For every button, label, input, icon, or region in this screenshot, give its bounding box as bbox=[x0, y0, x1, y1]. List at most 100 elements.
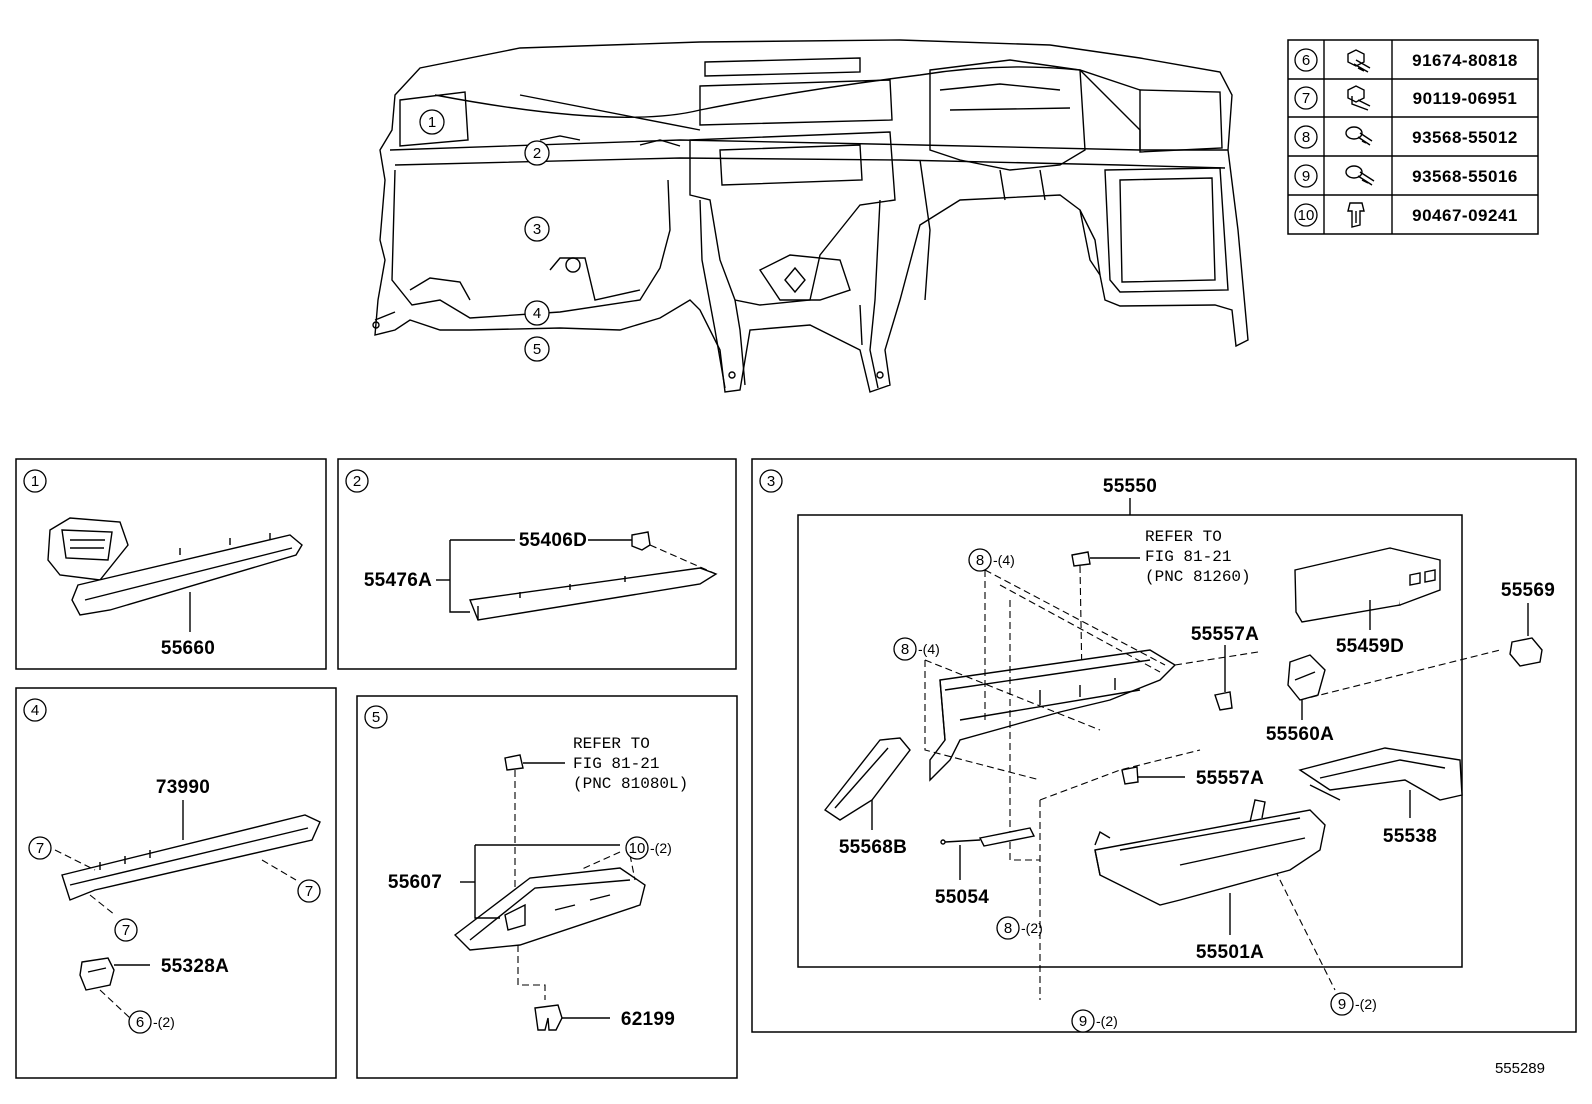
fastener-callout[interactable]: 8 -(2) bbox=[996, 916, 1043, 940]
part-number[interactable]: 73990 bbox=[156, 777, 210, 798]
lower-panel-garnish-drawing bbox=[469, 531, 718, 621]
svg-text:90119-06951: 90119-06951 bbox=[1413, 89, 1518, 108]
panel-3-ref: 3 bbox=[759, 469, 783, 493]
fastener-table bbox=[1287, 39, 1539, 235]
panel-2: 2 55406D 55476A bbox=[337, 458, 737, 670]
part-number[interactable]: 55660 bbox=[161, 638, 215, 659]
svg-text:8: 8 bbox=[901, 641, 909, 658]
svg-text:-(4): -(4) bbox=[918, 641, 940, 657]
part-number[interactable]: 55557A bbox=[1191, 624, 1259, 645]
svg-text:8: 8 bbox=[1302, 129, 1310, 146]
part-number[interactable]: 55560A bbox=[1266, 724, 1334, 745]
tapping-screw-icon bbox=[1345, 165, 1375, 186]
svg-text:FIG 81-21: FIG 81-21 bbox=[1145, 548, 1231, 566]
svg-text:93568-55016: 93568-55016 bbox=[1412, 167, 1518, 186]
svg-text:8: 8 bbox=[1004, 920, 1012, 937]
panel-5-ref: 5 bbox=[364, 705, 388, 729]
svg-text:7: 7 bbox=[36, 840, 44, 857]
svg-text:90467-09241: 90467-09241 bbox=[1412, 206, 1518, 225]
lower-garnish-drawing bbox=[61, 814, 321, 901]
glove-door-panel-drawing bbox=[1298, 747, 1463, 801]
fastener-row[interactable]: 10 90467-09241 bbox=[1294, 202, 1518, 228]
svg-text:3: 3 bbox=[533, 221, 541, 238]
diagram-id: 555289 bbox=[1495, 1060, 1545, 1077]
fastener-callout[interactable]: 6 -(2) bbox=[128, 1010, 175, 1034]
fastener-row[interactable]: 9 93568-55016 bbox=[1294, 164, 1518, 188]
bracket-icon bbox=[79, 957, 115, 991]
svg-text:-(4): -(4) bbox=[993, 552, 1015, 568]
overview-callout-1[interactable]: 1 bbox=[419, 109, 445, 135]
part-number[interactable]: 55607 bbox=[388, 872, 442, 893]
fastener-row[interactable]: 7 90119-06951 bbox=[1294, 85, 1518, 111]
part-number[interactable]: 62199 bbox=[621, 1009, 675, 1030]
svg-text:9: 9 bbox=[1338, 996, 1346, 1013]
svg-text:2: 2 bbox=[353, 473, 361, 490]
part-number[interactable]: 55569 bbox=[1501, 580, 1555, 601]
part-number[interactable]: 55476A bbox=[364, 570, 432, 591]
overview-callout-3[interactable]: 3 bbox=[524, 216, 550, 242]
svg-text:9: 9 bbox=[1079, 1013, 1087, 1030]
fastener-row[interactable]: 8 93568-55012 bbox=[1294, 125, 1518, 149]
svg-text:-(2): -(2) bbox=[153, 1014, 175, 1030]
fastener-callout[interactable]: 7 bbox=[297, 879, 321, 903]
refer-note[interactable]: REFER TO FIG 81-21 (PNC 81260) bbox=[1145, 528, 1251, 586]
fastener-callout[interactable]: 7 bbox=[28, 836, 52, 860]
panel-1-ref: 1 bbox=[23, 469, 47, 493]
part-number[interactable]: 55501A bbox=[1196, 942, 1264, 963]
bulb-icon bbox=[504, 754, 524, 771]
svg-text:5: 5 bbox=[372, 709, 380, 726]
svg-text:10: 10 bbox=[629, 840, 646, 857]
svg-text:1: 1 bbox=[31, 473, 39, 490]
svg-text:1: 1 bbox=[428, 114, 436, 131]
svg-text:4: 4 bbox=[533, 305, 541, 322]
panel-2-ref: 2 bbox=[345, 469, 369, 493]
part-number[interactable]: 55550 bbox=[1103, 476, 1157, 497]
fastener-callout[interactable]: 7 bbox=[114, 918, 138, 942]
svg-text:3: 3 bbox=[767, 473, 775, 490]
part-number[interactable]: 55557A bbox=[1196, 768, 1264, 789]
fastener-row[interactable]: 6 91674-80818 bbox=[1294, 48, 1518, 73]
glove-lamp-housing-drawing bbox=[453, 867, 646, 951]
part-number[interactable]: 55406D bbox=[519, 530, 587, 551]
svg-text:6: 6 bbox=[1302, 52, 1310, 69]
fastener-callout[interactable]: 9 -(2) bbox=[1330, 992, 1377, 1016]
overview-callout-5[interactable]: 5 bbox=[524, 336, 550, 362]
panel-1: 1 55660 bbox=[15, 458, 327, 670]
svg-text:-(2): -(2) bbox=[1096, 1013, 1118, 1029]
overview-callout-2[interactable]: 2 bbox=[524, 140, 550, 166]
svg-text:2: 2 bbox=[533, 145, 541, 162]
cushion-icon bbox=[1121, 766, 1139, 785]
panel-5: 5 REFER TO FIG 81-21 (PNC 81080L) 55607 … bbox=[356, 695, 738, 1079]
instrument-panel-overview bbox=[372, 39, 1249, 393]
svg-text:91674-80818: 91674-80818 bbox=[1412, 51, 1518, 70]
fastener-callout[interactable]: 8 -(4) bbox=[893, 637, 940, 661]
part-number[interactable]: 55054 bbox=[935, 887, 989, 908]
part-number[interactable]: 55538 bbox=[1383, 826, 1437, 847]
panel-4: 4 73990 7 7 7 55328A bbox=[15, 687, 337, 1079]
svg-text:FIG 81-21: FIG 81-21 bbox=[573, 755, 659, 773]
svg-text:-(2): -(2) bbox=[1021, 920, 1043, 936]
fastener-callout[interactable]: 9 -(2) bbox=[1071, 1009, 1118, 1033]
side-register-garnish-drawing bbox=[47, 517, 303, 616]
part-number[interactable]: 55568B bbox=[839, 837, 907, 858]
svg-text:6: 6 bbox=[136, 1014, 144, 1031]
fastener-callout[interactable]: 8 -(4) bbox=[968, 548, 1015, 572]
lock-striker-icon bbox=[1287, 654, 1326, 701]
garnish-cover-drawing bbox=[1294, 547, 1441, 623]
fastener-callout[interactable]: 10 -(2) bbox=[625, 836, 672, 860]
refer-note[interactable]: REFER TO FIG 81-21 (PNC 81080L) bbox=[573, 735, 688, 793]
svg-text:10: 10 bbox=[1298, 207, 1315, 224]
bulb-icon bbox=[1071, 551, 1091, 567]
clip-icon bbox=[534, 1004, 563, 1031]
part-number[interactable]: 55459D bbox=[1336, 636, 1404, 657]
svg-text:9: 9 bbox=[1302, 168, 1310, 185]
clip-icon bbox=[1347, 202, 1365, 228]
damper-icon bbox=[1509, 637, 1543, 667]
svg-text:5: 5 bbox=[533, 341, 541, 358]
svg-text:4: 4 bbox=[31, 702, 39, 719]
svg-text:7: 7 bbox=[122, 922, 130, 939]
svg-text:-(2): -(2) bbox=[1355, 996, 1377, 1012]
overview-callout-4[interactable]: 4 bbox=[524, 300, 550, 326]
part-number[interactable]: 55328A bbox=[161, 956, 229, 977]
